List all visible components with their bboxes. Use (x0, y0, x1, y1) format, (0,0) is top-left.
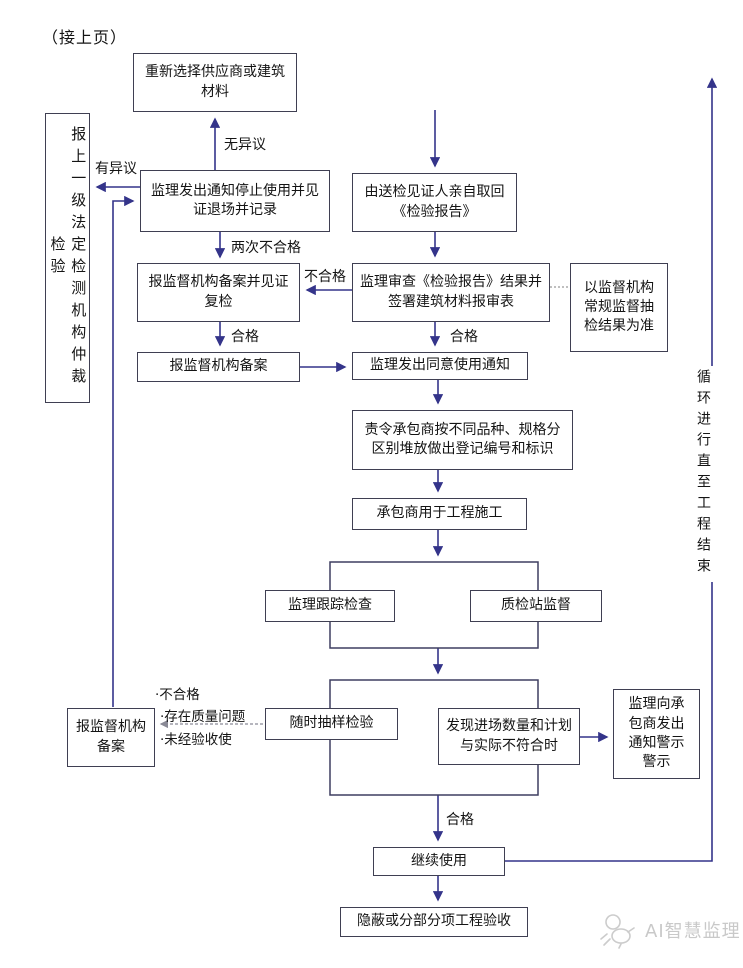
node-bureau-standard: 以监督机构常规监督抽检结果为准 (570, 263, 668, 352)
node-order-stacking: 责令承包商按不同品种、规格分区别堆放做出登记编号和标识 (352, 410, 573, 470)
label-fail: 不合格 (304, 269, 346, 285)
node-continue-use: 继续使用 (373, 847, 505, 876)
node-arbitration-test: 报上一级法定检测机构仲裁检验 (45, 113, 90, 403)
watermark-text: AI智慧监理 (645, 921, 741, 942)
node-record-file-bottom: 报监督机构备案 (67, 708, 155, 767)
node-record-file: 报监督机构备案 (137, 352, 300, 382)
node-random-sampling: 随时抽样检验 (265, 708, 398, 740)
label-twice-fail: 两次不合格 (231, 240, 301, 256)
label-loop-until-project-end: 循环进行直至工程结束 (692, 366, 714, 582)
arrow-recordfile-to-stopuse (112, 195, 135, 707)
node-use-in-construction: 承包商用于工程施工 (352, 498, 527, 530)
node-review-report: 监理审查《检验报告》结果并签署建筑材料报审表 (352, 263, 550, 322)
node-warning-notice: 监理向承包商发出通知警示警示 (613, 689, 700, 779)
node-agree-use-notice: 监理发出同意使用通知 (352, 352, 528, 380)
node-station-supervision: 质检站监督 (470, 590, 602, 622)
bullet-quality-problem: ·存在质量问题 (160, 709, 246, 725)
arrow-loop-to-top (505, 77, 718, 862)
label-objection: 有异议 (95, 161, 137, 177)
node-tracking-check: 监理跟踪检查 (265, 590, 395, 622)
bullet-not-accepted: ·未经验收使 (160, 732, 232, 748)
watermark-bird-logo (600, 914, 635, 949)
page-continuation-note: （接上页） (42, 28, 128, 47)
node-acceptance: 隐蔽或分部分项工程验收 (340, 907, 528, 937)
label-pass-review: 合格 (450, 329, 478, 345)
node-reselect-supplier: 重新选择供应商或建筑材料 (133, 53, 297, 112)
label-pass-recheck: 合格 (231, 329, 259, 345)
watermark: AI智慧监理 (597, 908, 741, 952)
node-record-and-recheck: 报监督机构备案并见证复检 (137, 263, 300, 322)
bullet-fail: ·不合格 (155, 687, 200, 703)
node-stop-use-notice: 监理发出通知停止使用并见证退场并记录 (140, 170, 330, 232)
node-quantity-mismatch: 发现进场数量和计划与实际不符合时 (438, 708, 580, 765)
node-fetch-report: 由送检见证人亲自取回《检验报告》 (352, 173, 517, 232)
label-pass-sampling: 合格 (446, 812, 474, 828)
label-no-objection: 无异议 (224, 137, 266, 153)
